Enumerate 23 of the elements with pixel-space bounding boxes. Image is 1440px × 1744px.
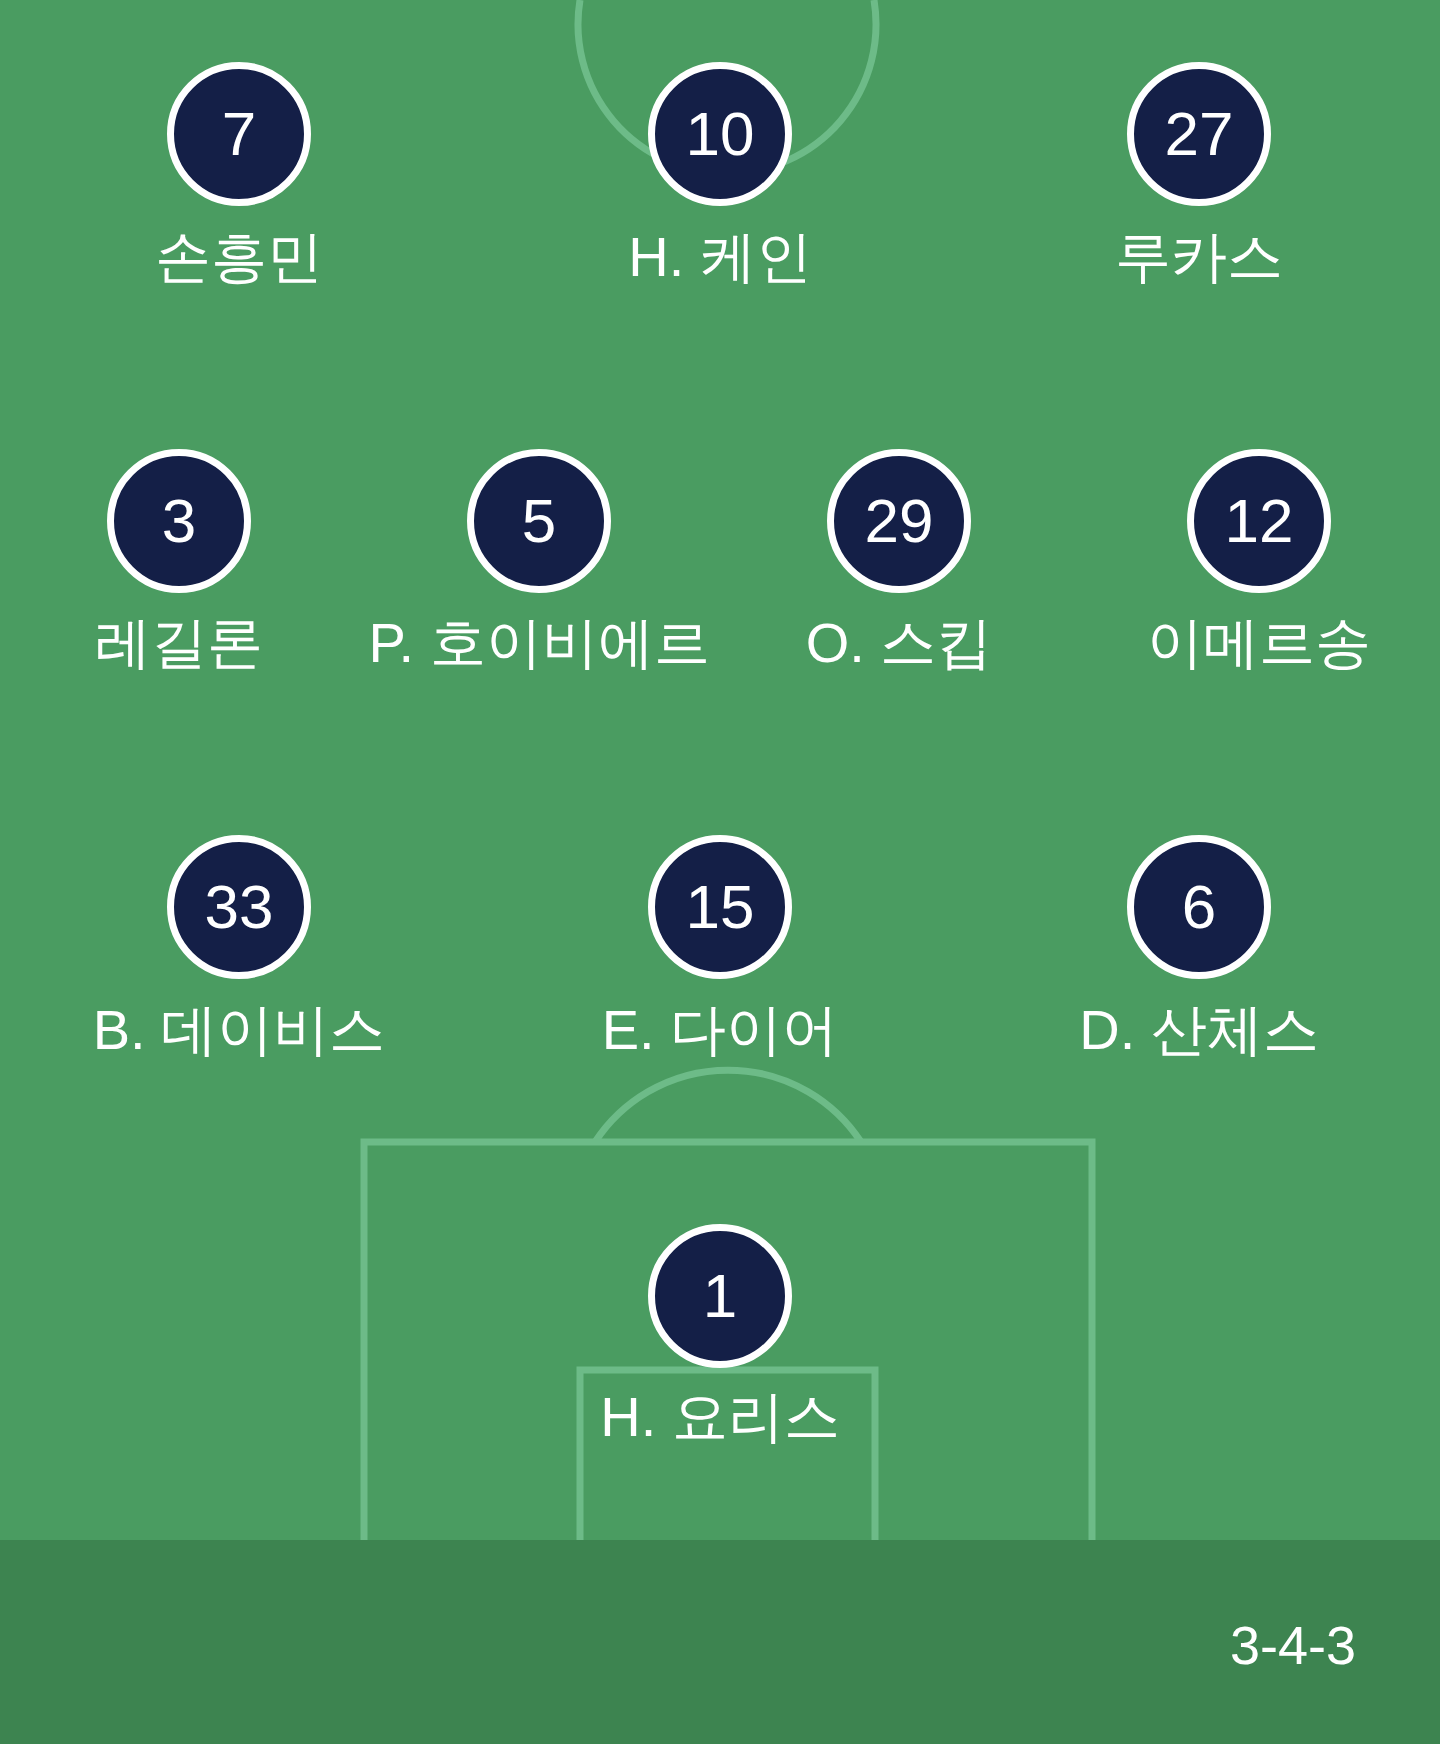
jersey-number: 7 xyxy=(221,103,257,165)
player-name: H. 케인 xyxy=(628,226,812,288)
jersey-number: 10 xyxy=(685,103,755,165)
player-name: B. 데이비스 xyxy=(92,999,386,1061)
player-name: D. 산체스 xyxy=(1079,999,1319,1061)
jersey-number: 29 xyxy=(864,490,934,552)
formation-label: 3-4-3 xyxy=(1229,1616,1356,1676)
player-name: 손흥민 xyxy=(155,226,323,288)
player-name: E. 다이어 xyxy=(601,999,839,1061)
jersey-number: 27 xyxy=(1164,103,1234,165)
player-name: O. 스킵 xyxy=(805,612,993,674)
jersey-number: 6 xyxy=(1181,876,1217,938)
player-name: H. 요리스 xyxy=(600,1386,840,1448)
jersey-number: 15 xyxy=(685,876,755,938)
jersey-number: 5 xyxy=(521,490,557,552)
player-name: 루카스 xyxy=(1115,226,1283,288)
player-name: P. 호이비에르 xyxy=(368,612,710,674)
jersey-number: 3 xyxy=(161,490,197,552)
player-name: 이메르송 xyxy=(1147,612,1371,674)
player-name: 레길론 xyxy=(95,612,263,674)
jersey-number: 1 xyxy=(702,1265,738,1327)
jersey-number: 33 xyxy=(204,876,274,938)
jersey-number: 12 xyxy=(1224,490,1294,552)
